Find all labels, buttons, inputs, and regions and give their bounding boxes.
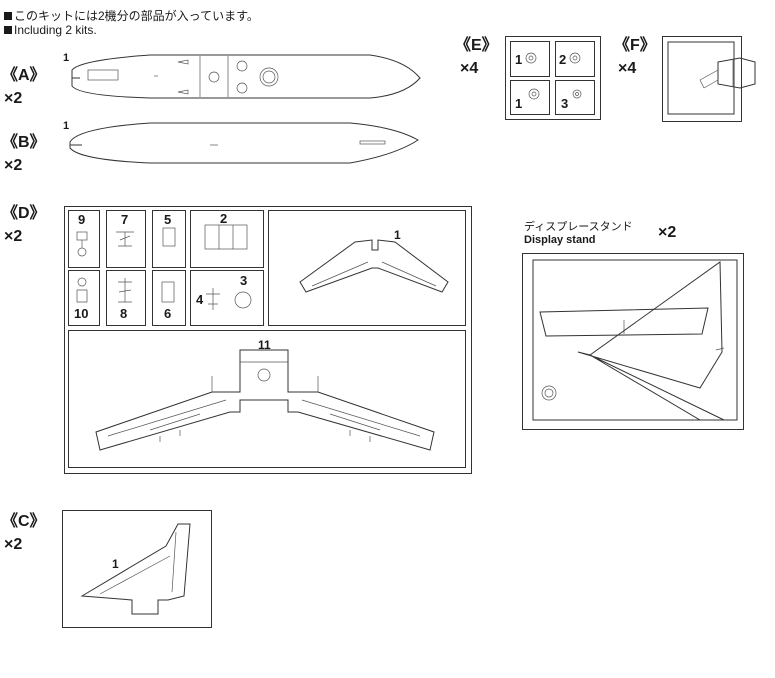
- stand-title-jp: ディスプレースタンド: [524, 221, 633, 233]
- part-label-4: 4: [196, 292, 204, 307]
- part-box-7: [106, 210, 146, 268]
- sprue-e-mult: ×4: [460, 60, 479, 77]
- wheel-label-1: 1: [515, 52, 523, 67]
- wheel-label-3: 3: [561, 96, 569, 111]
- sprue-a-mult: ×2: [4, 90, 23, 107]
- part-box-11: [68, 330, 466, 468]
- bullet-icon: [4, 12, 12, 20]
- part-box-6: [152, 270, 186, 326]
- intro-en: Including 2 kits.: [4, 24, 97, 37]
- stand-title-en: Display stand: [524, 234, 596, 246]
- sprue-e-tag: 《E》: [455, 37, 498, 54]
- part-label-1: 1: [394, 228, 401, 242]
- sprue-a-part-1: 1: [63, 52, 70, 64]
- intro-en-text: Including 2 kits.: [14, 23, 97, 37]
- part-label-8: 8: [120, 306, 128, 321]
- part-box-2: [190, 210, 264, 268]
- sprue-c-tag: 《C》: [2, 513, 46, 530]
- part-label-6: 6: [164, 306, 172, 321]
- part-label-7: 7: [121, 212, 129, 227]
- part-box-stab: [268, 210, 466, 326]
- part-label-3: 3: [240, 273, 248, 288]
- part-box-10: [68, 270, 100, 326]
- sprue-c-frame: [62, 510, 212, 628]
- part-label-5: 5: [164, 212, 172, 227]
- part-label-10: 10: [74, 306, 89, 321]
- sprue-f-tag: 《F》: [614, 37, 656, 54]
- sprue-c-part-1: 1: [112, 557, 119, 571]
- stand-mult: ×2: [658, 224, 677, 241]
- intro-jp-text: このキットには2機分の部品が入っています。: [14, 9, 259, 23]
- wheel-box-2: [555, 41, 595, 77]
- part-label-2: 2: [220, 211, 228, 226]
- sprue-a-tag: 《A》: [2, 67, 46, 84]
- intro-jp: このキットには2機分の部品が入っています。: [4, 10, 259, 23]
- part-box-9: [68, 210, 100, 268]
- wheel-box-1: [510, 41, 550, 77]
- sprue-b-tag: 《B》: [2, 134, 46, 151]
- part-label-9: 9: [78, 212, 86, 227]
- part-box-5: [152, 210, 186, 268]
- sprue-d-tag: 《D》: [2, 205, 46, 222]
- part-label-11: 11: [258, 338, 271, 352]
- sprue-c-mult: ×2: [4, 536, 23, 553]
- wheel-label-1b: 1: [515, 96, 523, 111]
- sprue-b-part-1: 1: [63, 120, 70, 132]
- sprue-b-mult: ×2: [4, 157, 23, 174]
- bullet-icon: [4, 26, 12, 34]
- sprue-f-mult: ×4: [618, 60, 637, 77]
- wheel-label-2: 2: [559, 52, 567, 67]
- sprue-d-mult: ×2: [4, 228, 23, 245]
- part-box-8: [106, 270, 146, 326]
- part-box-4-3: [190, 270, 264, 326]
